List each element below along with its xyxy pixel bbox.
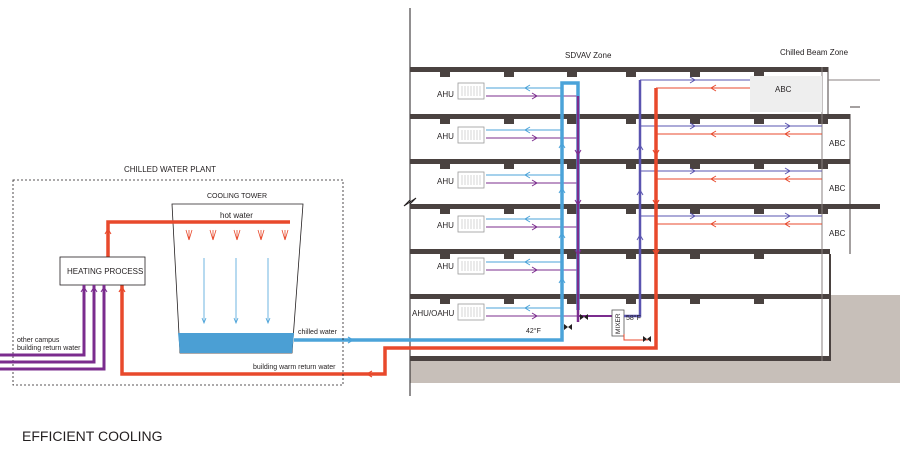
riser-up-arrows <box>558 142 566 284</box>
warm-return-main <box>120 88 658 376</box>
hot-water-label: hot water <box>220 211 253 220</box>
temp-58-label: 58°F <box>626 314 641 322</box>
ahu-unit <box>457 126 485 144</box>
beam-supply-arrows <box>689 76 791 220</box>
heating-process-box <box>59 256 146 286</box>
building-warm-return-label: building warm return water <box>253 364 336 371</box>
falling-water-arrows <box>201 258 271 325</box>
chilled-beam-zone-shade <box>750 76 822 112</box>
abc-label: ABC <box>829 139 846 148</box>
chilled-water-plant-box <box>12 179 344 386</box>
hot-water-pipe <box>106 220 290 257</box>
abc-label: ABC <box>829 229 846 238</box>
abc-label: ABC <box>775 85 792 94</box>
return-riser-arrows <box>574 149 582 256</box>
cooling-tower-outline <box>171 203 304 354</box>
chilled-arrow <box>347 336 355 344</box>
cooling-tower-basin <box>178 333 294 353</box>
beam-riser-arrows <box>636 144 644 241</box>
ahu-oahu-label: AHU/OAHU <box>412 309 454 318</box>
ahu-label: AHU <box>437 262 454 271</box>
hot-water-arrow <box>104 228 112 235</box>
break-mark <box>403 197 417 207</box>
ahu-supply-arrows <box>524 84 531 312</box>
ahu-unit <box>457 215 485 233</box>
ahu-unit <box>457 171 485 189</box>
ahu-return-arrows <box>531 92 538 320</box>
mixer-bypass <box>623 334 648 341</box>
beam-supply-riser <box>624 80 642 318</box>
floor-slabs <box>410 67 880 361</box>
right-facade <box>821 67 880 361</box>
ahu-unit <box>457 257 485 275</box>
heating-process-label: HEATING PROCESS <box>67 267 143 276</box>
chilled-beam-zone-label: Chilled Beam Zone <box>780 48 849 57</box>
ahu-units <box>457 82 485 321</box>
beam-return-arrows <box>710 84 791 228</box>
abc-label: ABC <box>829 184 846 193</box>
mixer-label: MIXER <box>615 313 622 334</box>
chilled-water-label: chilled water <box>298 329 338 336</box>
ahu-label: AHU <box>437 132 454 141</box>
other-campus-label: other campus <box>17 337 60 344</box>
beam-bumps <box>440 72 828 304</box>
ahu-oahu-unit <box>457 303 485 321</box>
campus-return-arrows <box>80 286 108 293</box>
ahu-unit <box>457 82 485 100</box>
beam-return-lines <box>656 87 822 225</box>
campus-return-pipes <box>0 285 106 371</box>
diagram-title: EFFICIENT COOLING <box>22 428 163 444</box>
temp-42-label: 42°F <box>526 327 541 335</box>
ahu-label: AHU <box>437 221 454 230</box>
ahu-chilled-supply-lines <box>486 87 562 309</box>
ahu-label: AHU <box>437 177 454 186</box>
spray-nozzles <box>185 229 289 241</box>
mixer-box <box>611 309 625 337</box>
ahu-label: AHU <box>437 90 454 99</box>
warm-return-arrows <box>118 149 660 378</box>
sdvav-zone-label: SDVAV Zone <box>565 51 612 60</box>
chilled-water-plant-label: CHILLED WATER PLANT <box>124 165 216 174</box>
cooling-tower-label: COOLING TOWER <box>207 193 267 200</box>
valve-icon <box>564 314 651 342</box>
building-return-water-label: building return water <box>17 345 81 352</box>
